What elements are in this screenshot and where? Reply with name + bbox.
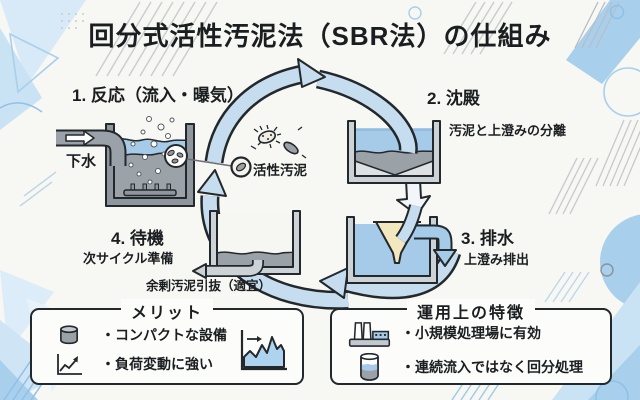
storage-cylinder-icon — [59, 324, 78, 344]
bubbles — [128, 116, 175, 185]
merit-box-title: メリット — [120, 299, 214, 323]
page-title: 回分式活性汚泥法（SBR法）の仕組み — [88, 21, 552, 51]
feature-item-row: ・小規模処理場に有効 — [344, 319, 600, 348]
sewage-label: 下水 — [66, 153, 97, 170]
tank-4-standby — [192, 210, 301, 279]
cycle-arrow-up — [197, 169, 227, 197]
bacteria-icon — [250, 124, 307, 159]
tank-1-aeration — [56, 116, 233, 207]
stage-2-subtitle: 汚泥と上澄みの分離 — [449, 123, 567, 138]
stage-2-label: 2. 沈殿 — [427, 89, 480, 108]
feature-box-title: 運用上の特徴 — [406, 299, 536, 323]
tank-3-drain — [346, 216, 457, 284]
inflow-arrow — [65, 130, 95, 146]
sludge-drain-arrow — [192, 263, 207, 279]
merit-item-text: ・コンパクトな設備 — [101, 327, 227, 343]
aeration-diffuser — [123, 183, 177, 197]
callout-line — [186, 158, 233, 167]
merit-item-text: ・負荷変動に強い — [101, 355, 213, 372]
cycle-ring-over — [297, 58, 423, 245]
stage-4-label: 4. 待機 — [111, 229, 164, 248]
merit-item-row: ・負荷変動に強い — [44, 352, 236, 376]
feature-item-row: ・連続流入ではなく回分処理 — [344, 352, 600, 381]
merit-item-row: ・コンパクトな設備 — [44, 324, 236, 347]
feature-item-text: ・連続流入ではなく回分処理 — [401, 358, 583, 375]
activated-sludge-label: 活性汚泥 — [253, 163, 307, 178]
activated-sludge-badge — [230, 156, 252, 178]
feature-box: 運用上の特徴 ・小規模処理場に有 — [330, 299, 612, 385]
inflow-pipe — [56, 129, 127, 166]
load-variation-chart-icon — [240, 329, 287, 370]
floc-magnifier-icon — [164, 144, 188, 168]
merit-box: メリット ・コンパクトな設備 — [30, 299, 304, 385]
drain-arrow — [433, 249, 457, 267]
tank-2-sedimentation — [347, 120, 441, 184]
feature-item-text: ・小規模処理場に有効 — [401, 325, 541, 341]
cycle-arrow-right — [297, 58, 326, 88]
stage-4-subtitle: 次サイクル準備 — [83, 251, 174, 266]
trend-chart-icon — [56, 353, 82, 375]
factory-icon — [348, 321, 391, 347]
excess-sludge-label: 余剰汚泥引抜（適宜） — [146, 279, 272, 293]
stage-3-subtitle: 上澄み排出 — [464, 252, 530, 267]
beaker-icon — [359, 352, 379, 381]
stage-1-label: 1. 反応（流入・曝気） — [72, 86, 244, 105]
stage-3-label: 3. 排水 — [461, 229, 514, 248]
